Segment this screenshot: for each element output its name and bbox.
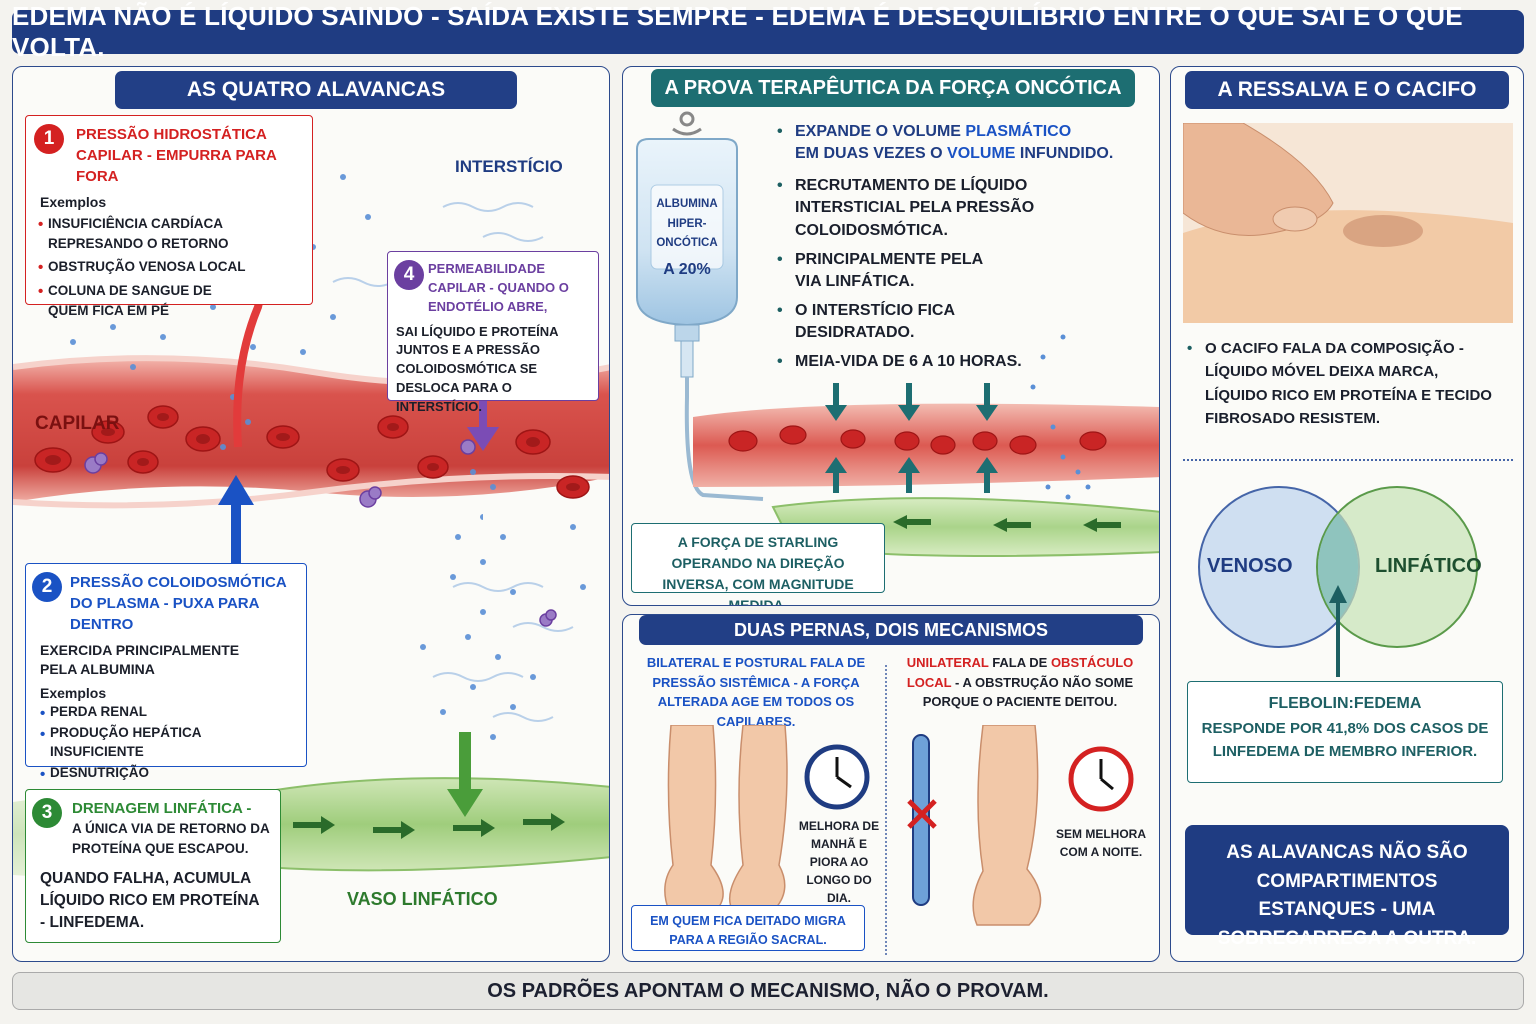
lever-1-item: OBSTRUÇÃO VENOSA LOCAL — [38, 257, 302, 278]
lever-1-list: INSUFICIÊNCIA CARDÍACA REPRESANDO O RETO… — [38, 214, 302, 320]
lever-2-item: PRODUÇÃO HEPÁTICA INSUFICIENTE — [40, 724, 220, 762]
lever-1-title-b: CAPILAR - EMPURRA PARA FORA — [76, 147, 277, 185]
cacifo-bullet: O CACIFO FALA DA COMPOSIÇÃO - LÍQUIDO MÓ… — [1187, 337, 1495, 430]
lever-2-examples-label: Exemplos — [40, 684, 107, 701]
lever-2-item: DESNUTRIÇÃO — [40, 764, 296, 785]
closing-box: AS ALAVANCAS NÃO SÃO COMPARTIMENTOS ESTA… — [1185, 825, 1509, 949]
study-text: RESPONDE POR 41,8% DOS CASOS DE LINFEDEM… — [1201, 720, 1489, 760]
sacral-note: EM QUEM FICA DEITADO MIGRA PARA A REGIÃO… — [631, 905, 865, 951]
unilateral-t1: FALA DE — [988, 655, 1051, 670]
lever-1-box: 1 PRESSÃO HIDROSTÁTICA CAPILAR - EMPURRA… — [25, 115, 313, 318]
lever-1-item: COLUNA DE SANGUE DE QUEM FICA EM PÉ — [38, 281, 218, 320]
lever-3-note: QUANDO FALHA, ACUMULA LÍQUIDO RICO EM PR… — [40, 870, 260, 931]
unilateral-clock-text: SEM MELHORA COM A NOITE. — [1056, 827, 1146, 859]
legs-illustration — [664, 725, 1134, 926]
footer: OS PADRÕES APONTAM O MECANISMO, NÃO O PR… — [12, 972, 1524, 1010]
cacifo-illustration — [1183, 123, 1513, 323]
left-panel: AS QUATRO ALAVANCAS INTERSTÍCIO CAPILAR … — [12, 66, 610, 962]
venn-left-label: VENOSO — [1207, 555, 1293, 577]
oncotic-bullet-1: EXPANDE O VOLUME PLASMÁTICO EM DUAS VEZE… — [777, 121, 1135, 166]
starling-note: A FORÇA DE STARLING OPERANDO NA DIREÇÃO … — [631, 523, 885, 605]
oncotic-bullet-3: PRINCIPALMENTE PELA VIA LINFÁTICA. — [777, 249, 995, 294]
unilateral-hl: UNILATERAL — [906, 655, 989, 670]
lever-4-title: PERMEABILIDADE CAPILAR - QUANDO O ENDOTÉ… — [428, 261, 569, 314]
lever-4-box: 4 PERMEABILIDADE CAPILAR - QUANDO O ENDO… — [387, 251, 599, 414]
lever-1-number: 1 — [34, 124, 64, 154]
lever-3-number: 3 — [32, 798, 62, 828]
lever-3-box: 3 DRENAGEM LINFÁTICA - A ÚNICA VIA DE RE… — [25, 789, 281, 943]
lever-1-item: INSUFICIÊNCIA CARDÍACA REPRESANDO O RETO… — [38, 214, 302, 253]
albumin-bag-label: ALBUMINA HIPER-ONCÓTICA A 20% — [639, 195, 735, 283]
b1-highlight: PLASMÁTICO — [965, 123, 1072, 140]
lever-4-number: 4 — [394, 260, 424, 290]
lever-4-desc: SAI LÍQUIDO E PROTEÍNA JUNTOS E A PRESSÃ… — [396, 323, 559, 414]
oncotic-proof-panel: A PROVA TERAPÊUTICA DA FORÇA ONCÓTICA AL… — [622, 66, 1160, 606]
oncotic-bullet-4: O INTERSTÍCIO FICA DESIDRATADO. — [777, 300, 995, 345]
obstacle-hl: OBSTÁCULO LOCAL — [906, 655, 1134, 690]
main-banner: EDEMA NÃO É LÍQUIDO SAINDO - SAÍDA EXIST… — [12, 1, 1524, 62]
right-divider — [1183, 459, 1513, 461]
lever-3-desc: A ÚNICA VIA DE RETORNO DA PROTEÍNA QUE E… — [72, 821, 270, 856]
b1-post: INFUNDIDO. — [1015, 145, 1114, 163]
lever-1-title-a: PRESSÃO HIDROSTÁTICA — [76, 126, 267, 143]
bilateral-text: BILATERAL E POSTURAL FALA DE PRESSÃO SIS… — [646, 655, 866, 729]
lever-2-box: 2 PRESSÃO COLOIDOSMÓTICA DO PLASMA - PUX… — [25, 563, 307, 784]
bilateral-clock-text: MELHORA DE MANHÃ E PIORA AO LONGO DO DIA… — [798, 819, 880, 905]
unilateral-t2: - A OBSTRUÇÃO NÃO SOME PORQUE O PACIENTE… — [922, 674, 1134, 710]
two-legs-panel: DUAS PERNAS, DOIS MECANISMOS BILATERAL E… — [622, 614, 1160, 962]
study-title: FLEBOLIN:FEDEMA — [1268, 695, 1422, 712]
right-panel-title: A RESSALVA E O CACIFO — [1185, 71, 1509, 109]
b1-highlight-2: VOLUME — [947, 145, 1016, 163]
study-box: FLEBOLIN:FEDEMA RESPONDE POR 41,8% DOS C… — [1187, 681, 1503, 783]
interstitium-label: INTERSTÍCIO — [455, 157, 563, 176]
b1-mid: EM DUAS VEZES O — [795, 145, 948, 163]
left-panel-title: AS QUATRO ALAVANCAS — [115, 71, 517, 109]
capillary-label: CAPILAR — [35, 413, 120, 434]
venn-right-label: LINFÁTICO — [1375, 555, 1482, 577]
b1-pre: EXPANDE O VOLUME — [795, 123, 966, 140]
lever-1-examples-label: Exemplos — [40, 194, 107, 210]
bag-name: ALBUMINA HIPER-ONCÓTICA — [656, 198, 718, 250]
oncotic-panel-title: A PROVA TERAPÊUTICA DA FORÇA ONCÓTICA — [651, 69, 1135, 107]
lever-3-title: DRENAGEM LINFÁTICA - — [72, 800, 252, 817]
lever-2-list: PERDA RENAL PRODUÇÃO HEPÁTICA INSUFICIEN… — [40, 703, 296, 785]
lever-2-number: 2 — [32, 572, 62, 602]
oncotic-bullet-5: MEIA-VIDA DE 6 A 10 HORAS. — [777, 351, 1115, 374]
unilateral-text: UNILATERAL FALA DE OBSTÁCULO LOCAL - A O… — [905, 653, 1135, 712]
oncotic-bullet-2: RECRUTAMENTO DE LÍQUIDO INTERSTICIAL PEL… — [777, 175, 1045, 242]
venn-diagram — [1198, 486, 1478, 677]
lever-2-item: PERDA RENAL — [40, 703, 296, 724]
lever-2-desc: EXERCIDA PRINCIPALMENTE PELA ALBUMINA — [40, 642, 240, 678]
lever-2-title-a: PRESSÃO COLOIDOSMÓTICA — [70, 574, 287, 591]
lymph-vessel-label: VASO LINFÁTICO — [347, 889, 498, 909]
two-legs-title: DUAS PERNAS, DOIS MECANISMOS — [639, 615, 1143, 645]
bag-concentration: A 20% — [663, 260, 711, 278]
lever-2-title-b: DO PLASMA - PUXA PARA DENTRO — [70, 595, 259, 633]
panel-divider — [885, 665, 887, 955]
right-panel: A RESSALVA E O CACIFO O CACIFO FALA DA C… — [1170, 66, 1524, 962]
